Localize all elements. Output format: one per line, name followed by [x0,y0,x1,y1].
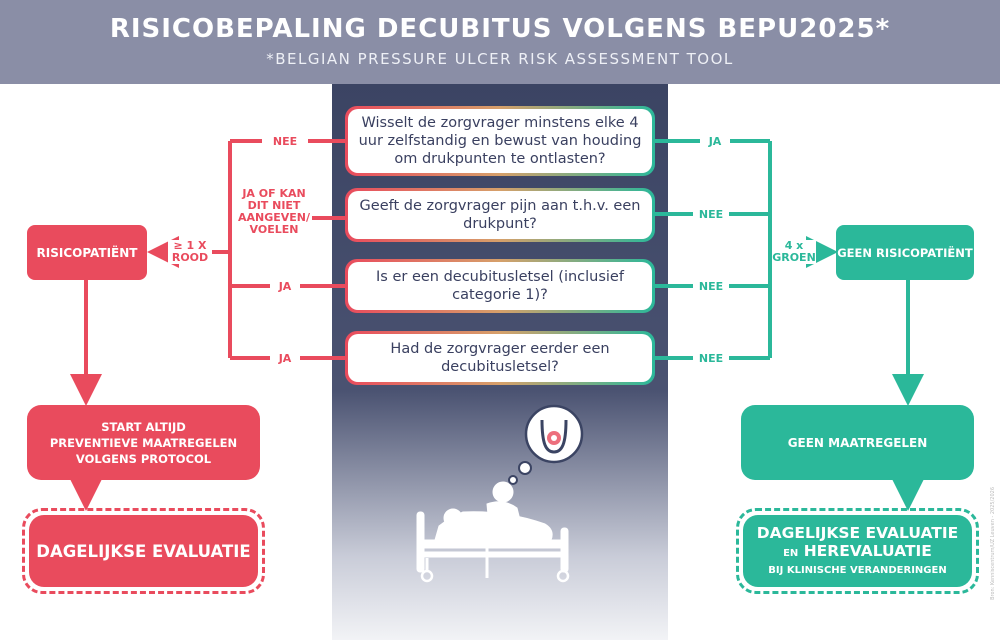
right-condition-color: GROEN [772,251,816,264]
left-evaluation-outline [22,508,265,594]
question-box-1: Wisselt de zorgvrager minstens elke 4 uu… [345,106,655,176]
right-evaluation-reeval: HEREVALUATIE [803,541,932,560]
right-answer-4: NEE [693,353,729,365]
left-result-box: RISICOPATIËNT [27,225,147,280]
left-condition: ≥ 1 X ROOD [168,240,212,264]
left-answer-3: JA [270,281,300,293]
right-result-box: GEEN RISICOPATIËNT [836,225,974,280]
right-action-box: GEEN MAATREGELEN [741,405,974,480]
question-box-4: Had de zorgvrager eerder een decubitusle… [345,331,655,385]
left-action-box: START ALTIJD PREVENTIEVE MAATREGELEN VOL… [27,405,260,480]
question-text-1: Wisselt de zorgvrager minstens elke 4 uu… [348,109,652,173]
right-evaluation-line-3: BIJ KLINISCHE VERANDERINGEN [768,564,947,576]
source-credit: Bron: Kenniscentrum/UZ Leuven - 2025/202… [990,487,996,600]
patient-care-illustration [416,404,584,583]
right-answer-3: NEE [693,281,729,293]
left-condition-count: ≥ 1 X [173,239,207,252]
right-condition-count: 4 x [784,239,804,252]
right-evaluation-box: DAGELIJKSE EVALUATIE EN HEREVALUATIE BIJ… [743,515,972,587]
question-box-2: Geeft de zorgvrager pijn aan t.h.v. een … [345,188,655,242]
question-text-3: Is er een decubitusletsel (inclusief cat… [348,262,652,310]
question-box-3: Is er een decubitusletsel (inclusief cat… [345,259,655,313]
page-title: RISICOBEPALING DECUBITUS VOLGENS BEPU202… [109,14,891,44]
left-answer-2: JA OF KAN DIT NIET AANGEVEN/ VOELEN [236,187,312,236]
question-text-4: Had de zorgvrager eerder een decubitusle… [348,334,652,382]
left-answer-4: JA [270,353,300,365]
right-evaluation-line-2: EN HEREVALUATIE [783,542,932,563]
right-evaluation-en: EN [783,547,799,559]
question-text-2: Geeft de zorgvrager pijn aan t.h.v. een … [348,191,652,239]
left-action-line-3: VOLGENS PROTOCOL [75,451,212,466]
header-banner: RISICOBEPALING DECUBITUS VOLGENS BEPU202… [0,0,1000,84]
right-condition: 4 x GROEN [772,240,816,264]
left-action-line-1: START ALTIJD [101,419,186,434]
left-condition-color: ROOD [171,251,209,264]
left-evaluation-box: DAGELIJKSE EVALUATIE [29,515,258,587]
thought-bubble-icon [508,404,584,485]
right-evaluation-outline [736,508,979,594]
right-answer-1: JA [700,136,730,148]
bed-with-patient-icon [416,481,570,583]
right-answer-2: NEE [693,209,729,221]
left-answer-1: NEE [262,136,308,148]
left-action-line-2: PREVENTIEVE MAATREGELEN [49,435,238,450]
right-evaluation-line-1: DAGELIJKSE EVALUATIE [756,523,959,542]
page-subtitle: *BELGIAN PRESSURE ULCER RISK ASSESSMENT … [266,50,734,68]
